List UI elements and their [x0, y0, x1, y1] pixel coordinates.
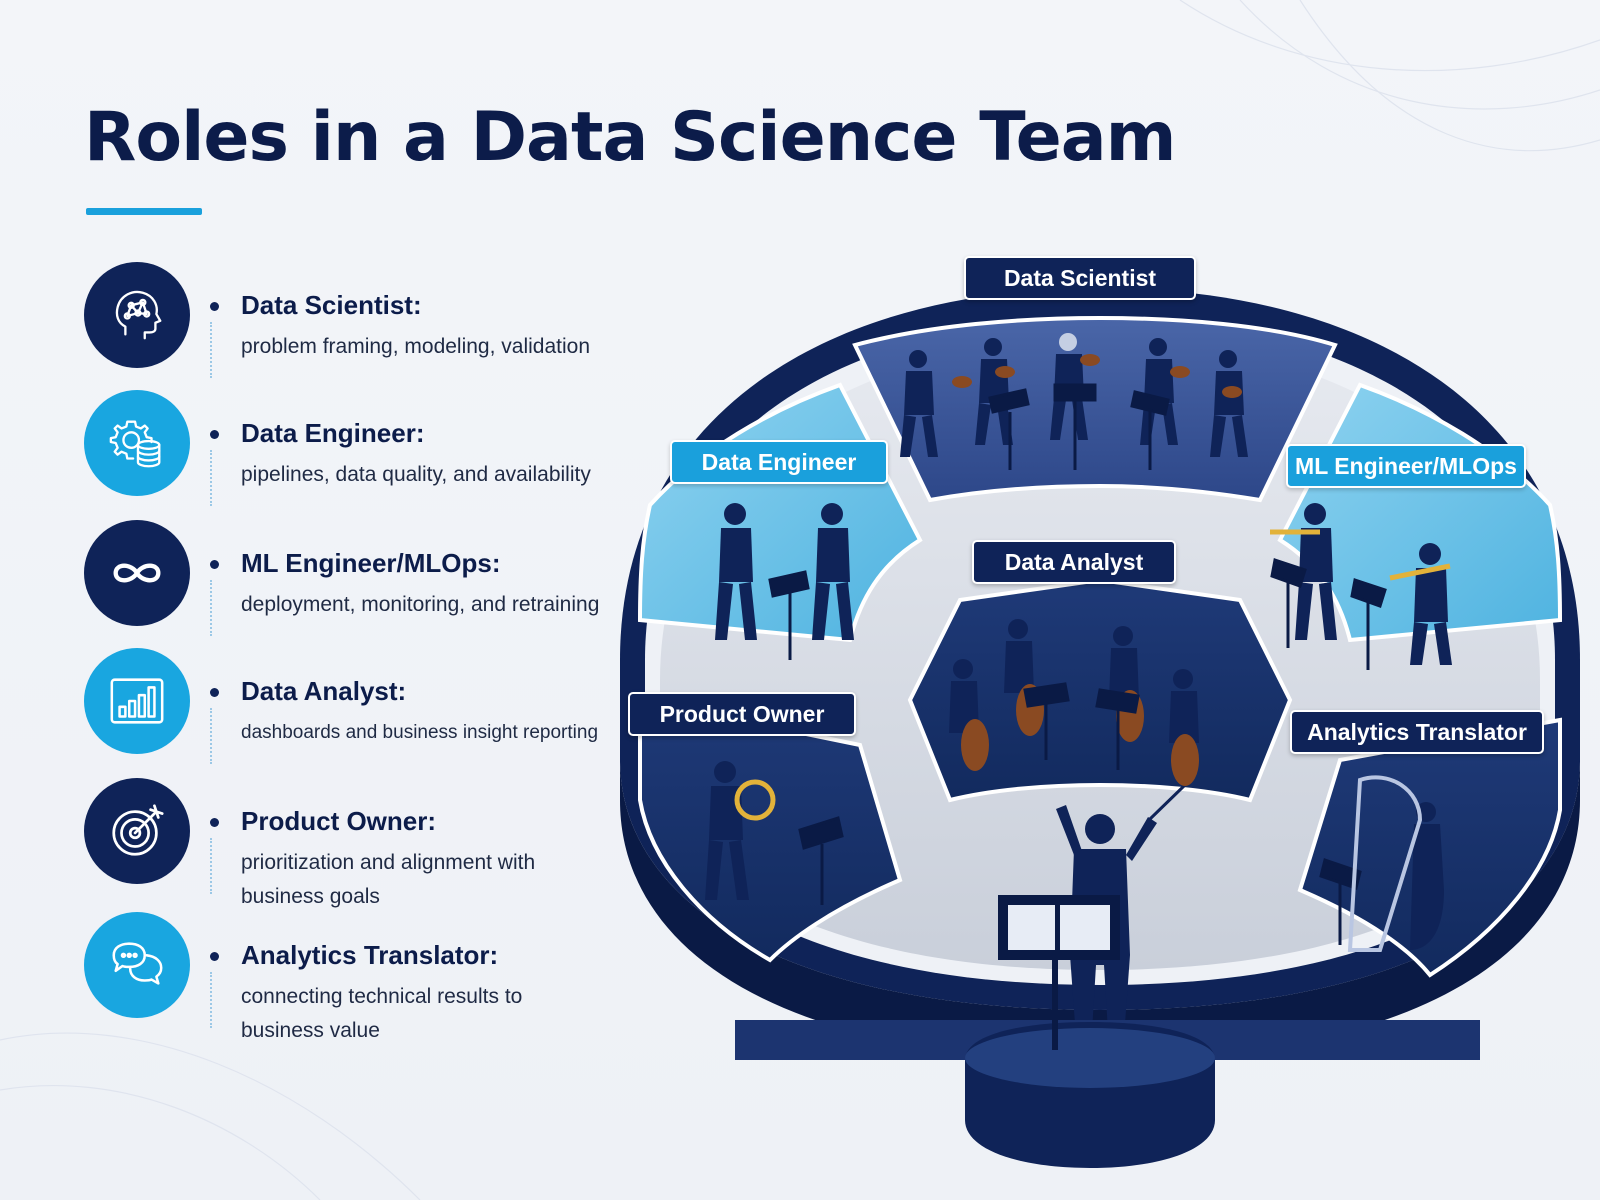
- role-description: dashboards and business insight reportin…: [241, 722, 599, 743]
- role-description: connecting technical results to business…: [241, 985, 523, 1042]
- roles-list: Data Scientist: problem framing, modelin…: [0, 0, 640, 1200]
- role-connector: [210, 972, 212, 1028]
- role-item-analytics-translator: Analytics Translator: connecting technic…: [84, 912, 644, 1042]
- harp-frame: [1347, 775, 1423, 952]
- role-description: deployment, monitoring, and retraining: [241, 593, 600, 616]
- role-name: Analytics Translator:: [241, 940, 499, 970]
- role-bullet: [210, 818, 219, 827]
- role-connector: [210, 708, 212, 764]
- brass-accents: [734, 529, 1451, 821]
- target-arrow-icon: [84, 778, 190, 884]
- role-bullet: [210, 688, 219, 697]
- gear-database-icon: [84, 390, 190, 496]
- infinity-loop-icon: [84, 520, 190, 626]
- brain-network-icon: [84, 262, 190, 368]
- chat-bubbles-icon: [84, 912, 190, 1018]
- role-name: Data Engineer:: [241, 418, 425, 448]
- title-underline: [86, 208, 202, 215]
- role-description: pipelines, data quality, and availabilit…: [241, 463, 591, 486]
- role-connector: [210, 322, 212, 378]
- role-bullet: [210, 302, 219, 311]
- section-label-ml-engineer: ML Engineer/MLOps: [1286, 444, 1526, 488]
- section-label-data-scientist: Data Scientist: [964, 256, 1196, 300]
- section-label-data-engineer: Data Engineer: [670, 440, 888, 484]
- music-stands: [768, 383, 1387, 945]
- role-connector: [210, 580, 212, 636]
- role-bullet: [210, 952, 219, 961]
- role-bullet: [210, 430, 219, 439]
- role-description: problem framing, modeling, validation: [241, 335, 591, 358]
- section-label-product-owner: Product Owner: [628, 692, 856, 736]
- role-name: Product Owner:: [241, 806, 437, 836]
- role-item-data-scientist: Data Scientist: problem framing, modelin…: [84, 262, 644, 382]
- section-label-data-analyst: Data Analyst: [972, 540, 1176, 584]
- role-item-ml-engineer: ML Engineer/MLOps: deployment, monitorin…: [84, 520, 644, 640]
- role-name: Data Scientist:: [241, 290, 422, 320]
- section-label-analytics-translator: Analytics Translator: [1290, 710, 1544, 754]
- conductor-podium: [735, 895, 1480, 1168]
- bar-chart-icon: [84, 648, 190, 754]
- role-connector: [210, 838, 212, 894]
- role-item-data-analyst: Data Analyst: dashboards and business in…: [84, 648, 644, 768]
- role-description: prioritization and alignment with busine…: [241, 851, 536, 908]
- role-connector: [210, 450, 212, 506]
- role-bullet: [210, 560, 219, 569]
- role-item-data-engineer: Data Engineer: pipelines, data quality, …: [84, 390, 644, 510]
- role-item-product-owner: Product Owner: prioritization and alignm…: [84, 778, 644, 908]
- page-title: Roles in a Data Science Team: [84, 98, 1176, 177]
- role-name: Data Analyst:: [241, 676, 407, 706]
- role-name: ML Engineer/MLOps:: [241, 548, 501, 578]
